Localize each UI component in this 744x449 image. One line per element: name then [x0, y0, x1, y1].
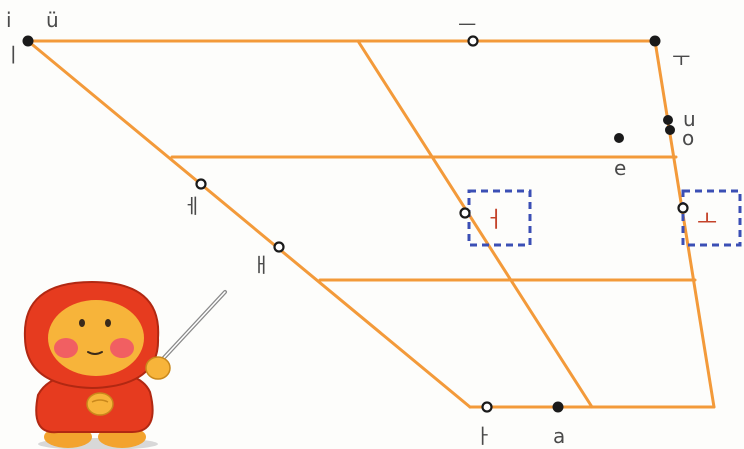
- left-edge: [26, 39, 472, 409]
- trapezoid-lines: [26, 39, 716, 409]
- hollow-dot-eu: [467, 35, 479, 47]
- label-i-latin: i: [6, 8, 12, 32]
- label-eo-hangul: ㅓ: [484, 208, 504, 233]
- hollow-dots: [195, 35, 689, 413]
- label-u-umlaut: ü: [46, 8, 59, 32]
- hooded-child-with-pointer-icon: [23, 280, 227, 449]
- label-o-latin: o: [682, 126, 694, 150]
- hollow-dot-e-hangul: [195, 178, 207, 190]
- label-u-latin: u: [683, 107, 696, 131]
- dot-u-corner: [649, 35, 661, 47]
- label-ae-hangul: ㅐ: [252, 253, 270, 277]
- hollow-dot-a-hangul: [481, 401, 493, 413]
- dot-o: [665, 125, 675, 135]
- dot-a: [552, 401, 564, 413]
- eo-highlight-box: [467, 189, 532, 247]
- label-e-hangul: ㅔ: [183, 194, 201, 218]
- label-o-hangul: ㅗ: [697, 208, 717, 233]
- dot-u: [663, 115, 673, 125]
- label-i-hangul: ㅣ: [4, 43, 22, 67]
- dot-i: [22, 35, 34, 47]
- right-edge: [653, 39, 716, 409]
- dot-e: [614, 133, 624, 143]
- central-diagonal: [356, 39, 594, 409]
- label-u-hangul: ㅜ: [672, 47, 690, 71]
- o-highlight-box: [681, 189, 742, 247]
- label-a-hangul: ㅏ: [474, 424, 492, 448]
- hollow-dot-o-hangul: [677, 202, 689, 214]
- label-a-latin: a: [553, 424, 565, 448]
- label-e-latin: e: [614, 156, 626, 180]
- hollow-dot-eo-hangul: [459, 207, 471, 219]
- hollow-dot-ae-hangul: [273, 241, 285, 253]
- solid-dots: [22, 35, 675, 413]
- label-eu-hangul: ㅡ: [458, 13, 476, 37]
